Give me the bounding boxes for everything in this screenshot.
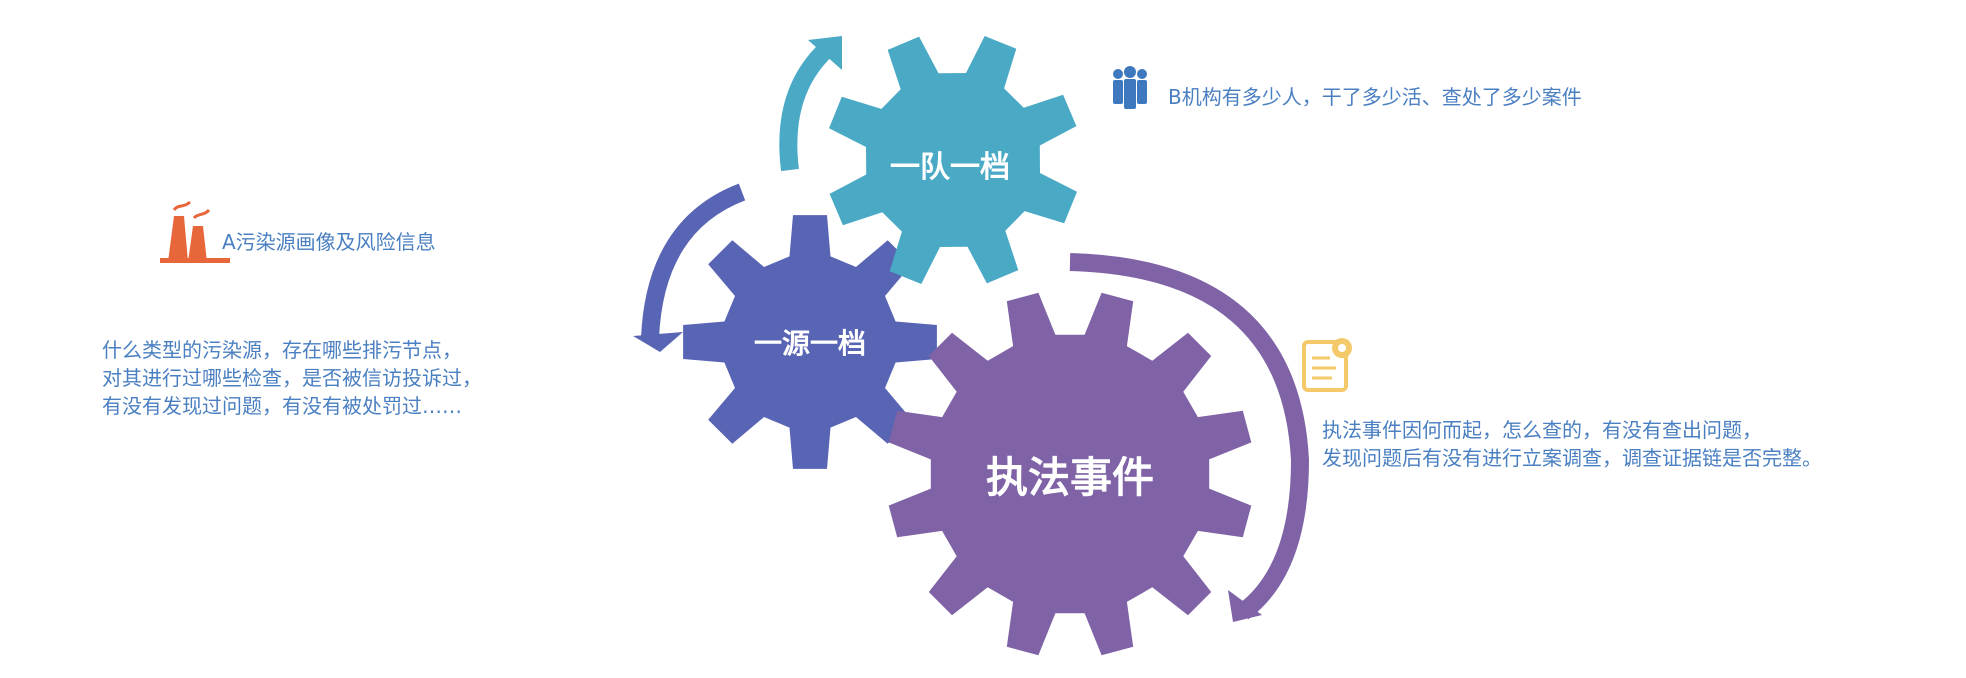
team-annotation-title: B机构有多少人，干了多少活、查处了多少案件 [1168, 85, 1582, 109]
gear-event [888, 292, 1252, 656]
event-desc-line-1: 执法事件因何而起，怎么查的，有没有查出问题， [1322, 418, 1762, 442]
arrow-right-curve [1069, 253, 1310, 620]
event-desc-line-2: 发现问题后有没有进行立案调查，调查证据链是否完整。 [1322, 446, 1822, 470]
gear-source-label: 一源一档 [753, 327, 866, 360]
arrow-left-head [633, 332, 683, 352]
source-desc-line-3: 有没有发现过问题，有没有被处罚过…… [102, 394, 462, 418]
gear-source [683, 215, 937, 469]
gear-event-label: 执法事件 [985, 453, 1154, 502]
gear-team [829, 36, 1077, 284]
factory-icon [160, 200, 230, 263]
arrow-top-head [808, 36, 842, 70]
source-annotation-desc: 什么类型的污染源，存在哪些排污节点， 对其进行过哪些检查，是否被信访投诉过， 有… [102, 336, 482, 420]
source-desc-line-1: 什么类型的污染源，存在哪些排污节点， [102, 338, 462, 362]
people-icon [1113, 66, 1147, 109]
gear-team-label: 一队一档 [890, 150, 1010, 185]
arrow-left-curve [641, 183, 746, 339]
source-desc-line-2: 对其进行过哪些检查，是否被信访投诉过， [102, 366, 482, 390]
arrow-top-curve [779, 39, 837, 172]
document-icon [1302, 338, 1352, 392]
arrow-right-head [1228, 590, 1262, 622]
source-annotation-title: A污染源画像及风险信息 [222, 230, 436, 254]
event-annotation-desc: 执法事件因何而起，怎么查的，有没有查出问题， 发现问题后有没有进行立案调查，调查… [1322, 416, 1822, 472]
